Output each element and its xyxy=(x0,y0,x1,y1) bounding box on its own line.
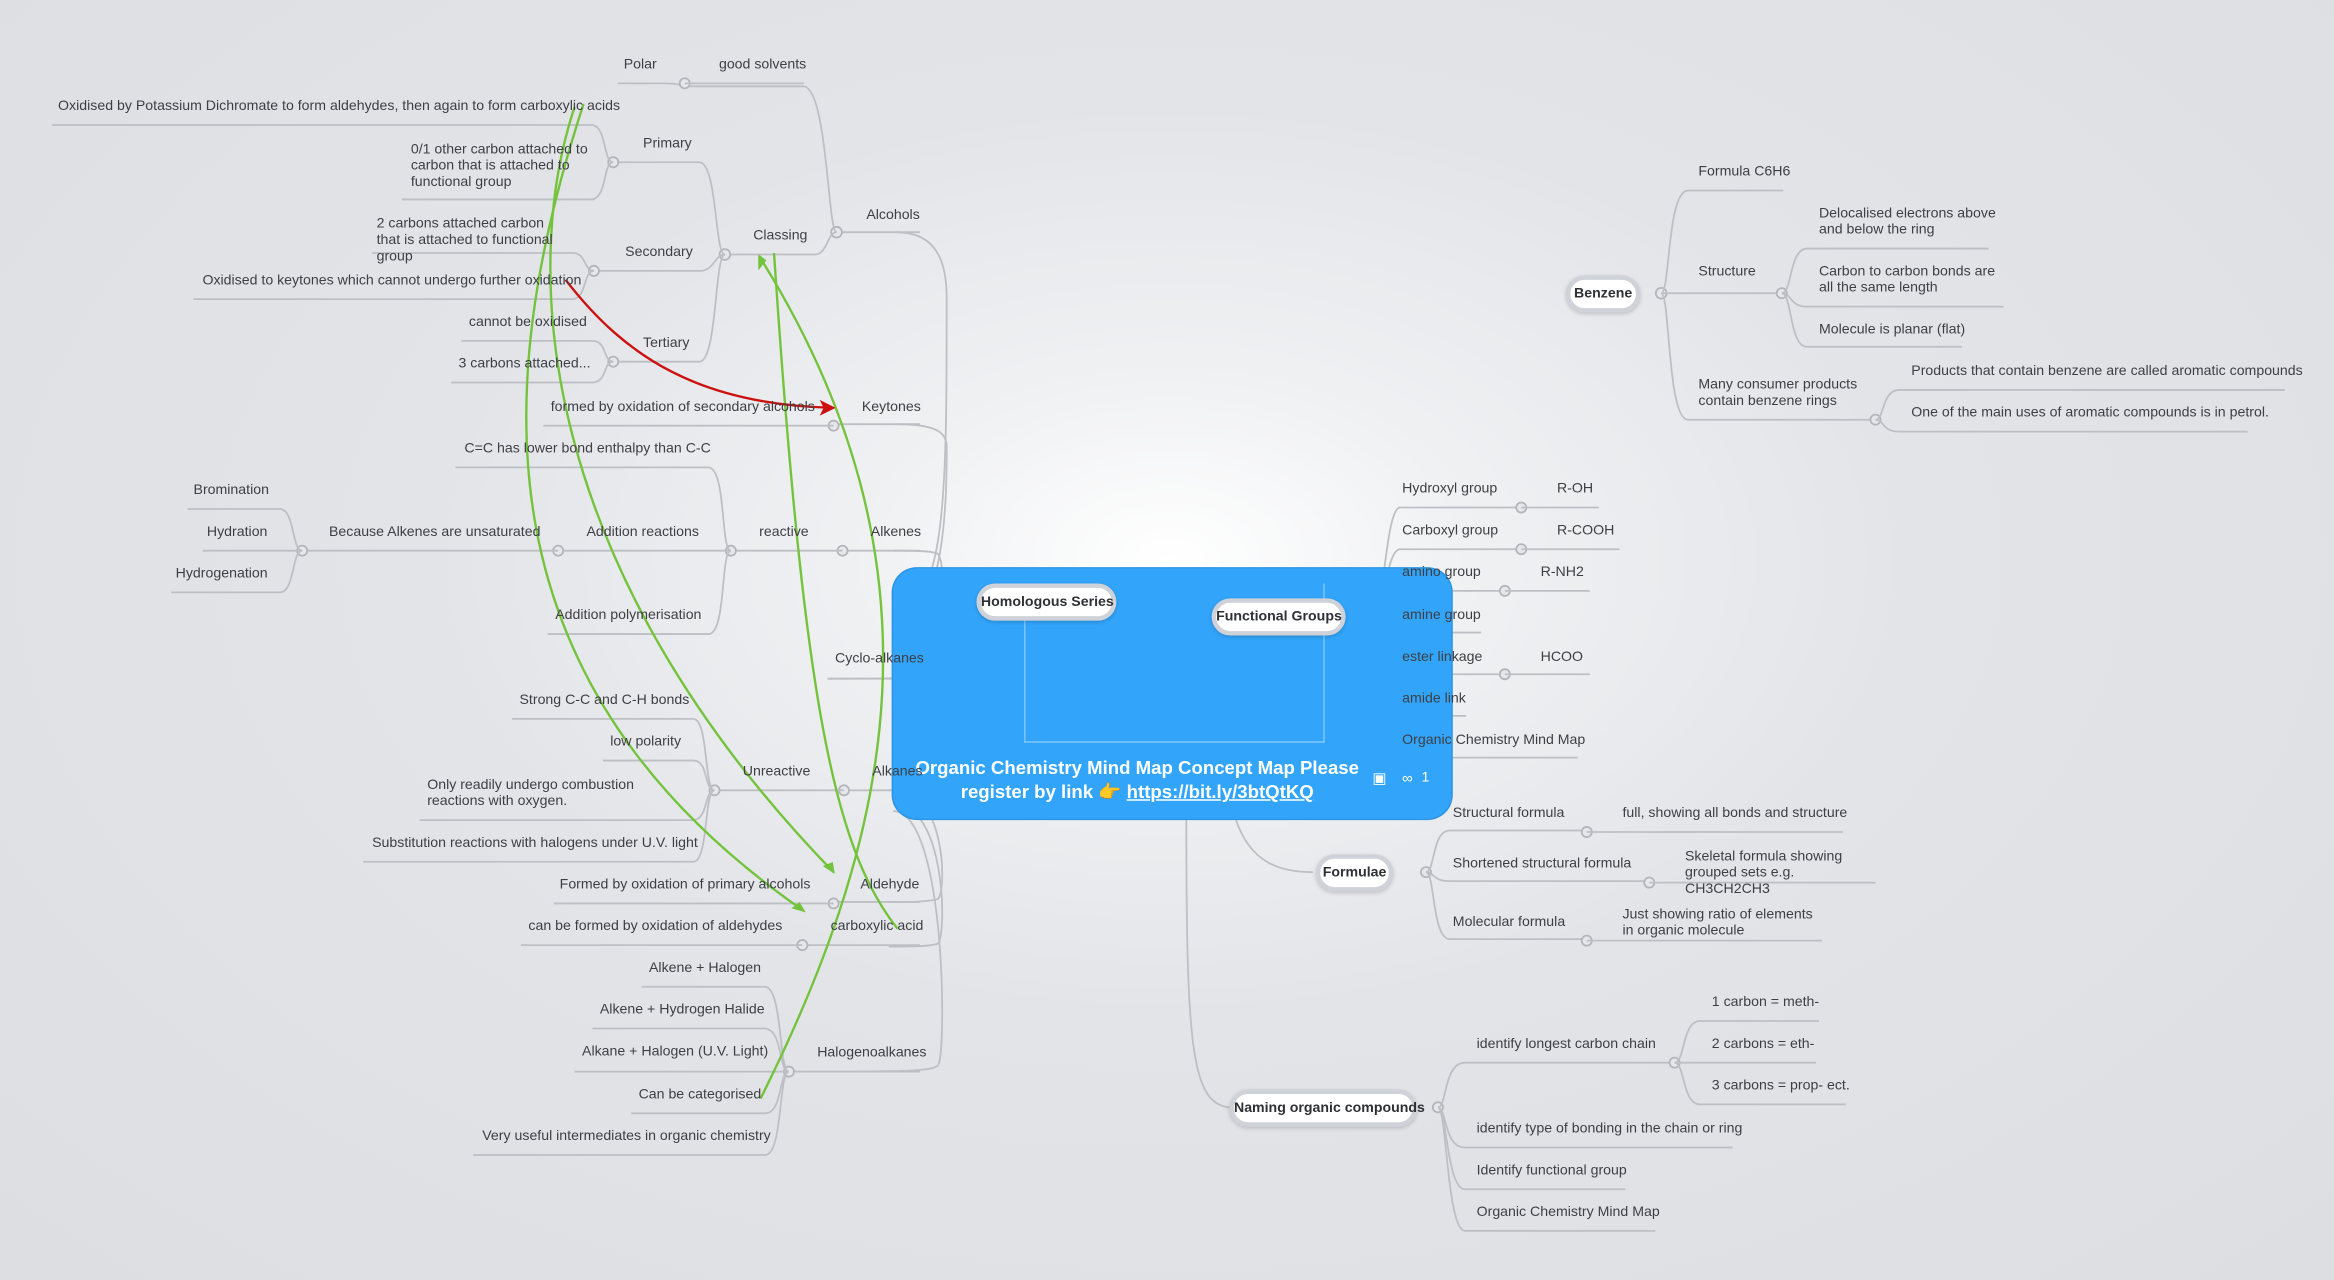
consumer-products-label[interactable]: Many consumer products contain benzene r… xyxy=(1698,376,1858,410)
halogeno-item[interactable]: Alkane + Halogen (U.V. Light) xyxy=(582,1043,769,1060)
classing-label[interactable]: Classing xyxy=(753,227,808,245)
polar-label[interactable]: Polar xyxy=(623,56,657,73)
amide-link-label[interactable]: amide link xyxy=(1402,690,1466,707)
strong-bonds-label[interactable]: Strong C-C and C-H bonds xyxy=(519,692,690,709)
molecular-value-label[interactable]: Just showing ratio of elements in organi… xyxy=(1622,906,1813,940)
link-count: 1 xyxy=(1421,769,1430,786)
alkenes-label[interactable]: Alkenes xyxy=(870,523,922,541)
cc-bond-label[interactable]: C=C has lower bond enthalpy than C-C xyxy=(464,440,711,457)
register-link[interactable]: https://bit.ly/3btQtKQ xyxy=(1126,781,1314,803)
functional-groups-node[interactable]: Functional Groups xyxy=(1211,598,1346,636)
addition-polymerisation-label[interactable]: Addition polymerisation xyxy=(555,607,702,624)
amino-value-label[interactable]: R-NH2 xyxy=(1540,564,1584,581)
tertiary-not-oxidised-label[interactable]: cannot be oxidised xyxy=(468,314,587,331)
reactive-label[interactable]: reactive xyxy=(759,523,809,541)
longest-chain-label[interactable]: identify longest carbon chain xyxy=(1476,1035,1656,1053)
image-icon[interactable]: ▣ xyxy=(1372,770,1387,788)
carboxyl-group-label[interactable]: Carboxyl group xyxy=(1402,522,1499,539)
central-title-line1: Organic Chemistry Mind Map Concept Map P… xyxy=(915,757,1359,779)
benzene-structure-label[interactable]: Structure xyxy=(1698,263,1756,280)
link-icon[interactable]: ∞ xyxy=(1402,770,1413,788)
ester-linkage-label[interactable]: ester linkage xyxy=(1402,648,1483,666)
homologous-series-node[interactable]: Homologous Series xyxy=(976,583,1117,621)
molecular-formula-label[interactable]: Molecular formula xyxy=(1452,913,1566,931)
aldehyde-formed-label[interactable]: Formed by oxidation of primary alcohols xyxy=(559,876,811,894)
shortened-formula-label[interactable]: Shortened structural formula xyxy=(1452,855,1632,873)
carboxyl-value-label[interactable]: R-COOH xyxy=(1556,522,1615,539)
functional-map-label[interactable]: Organic Chemistry Mind Map xyxy=(1402,732,1586,749)
delocalised-label[interactable]: Delocalised electrons above and below th… xyxy=(1818,205,1996,239)
halogeno-item[interactable]: Alkene + Hydrogen Halide xyxy=(599,1001,765,1019)
tertiary-definition-label[interactable]: 3 carbons attached... xyxy=(458,355,591,373)
naming-compounds-node[interactable]: Naming organic compounds xyxy=(1229,1089,1425,1127)
bromination-label[interactable]: Bromination xyxy=(193,482,269,499)
combustion-label[interactable]: Only readily undergo combustion reaction… xyxy=(427,776,634,810)
ester-value-label[interactable]: HCOO xyxy=(1540,648,1584,666)
carboxylic-formed-label[interactable]: can be formed by oxidation of aldehydes xyxy=(528,918,783,935)
hydration-label[interactable]: Hydration xyxy=(206,523,268,541)
petrol-label[interactable]: One of the main uses of aromatic compoun… xyxy=(1911,404,2269,422)
hydrogenation-label[interactable]: Hydrogenation xyxy=(175,565,268,582)
identify-functional-label[interactable]: Identify functional group xyxy=(1476,1162,1627,1179)
addition-reactions-label[interactable]: Addition reactions xyxy=(586,523,699,541)
central-frame xyxy=(1024,583,1325,743)
hydroxyl-group-label[interactable]: Hydroxyl group xyxy=(1402,480,1498,498)
cycloalkanes-label[interactable]: Cyclo-alkanes xyxy=(835,650,924,667)
alkanes-label[interactable]: Alkanes xyxy=(872,763,923,780)
aromatic-label[interactable]: Products that contain benzene are called… xyxy=(1911,363,2303,380)
halogeno-item[interactable]: Can be categorised xyxy=(638,1086,762,1103)
unsaturated-label[interactable]: Because Alkenes are unsaturated xyxy=(328,523,541,541)
amino-group-label[interactable]: amino group xyxy=(1402,564,1481,581)
planar-label[interactable]: Molecule is planar (flat) xyxy=(1818,321,1966,338)
low-polarity-label[interactable]: low polarity xyxy=(610,733,682,751)
halogeno-item[interactable]: Alkene + Halogen xyxy=(648,959,762,977)
unreactive-label[interactable]: Unreactive xyxy=(742,763,811,780)
aldehyde-label[interactable]: Aldehyde xyxy=(860,876,920,894)
cc-length-label[interactable]: Carbon to carbon bonds are all the same … xyxy=(1818,263,1996,297)
structural-value-label[interactable]: full, showing all bonds and structure xyxy=(1622,805,1848,822)
secondary-oxidised-label[interactable]: Oxidised to keytones which cannot underg… xyxy=(202,272,582,289)
meth-label[interactable]: 1 carbon = meth- xyxy=(1711,994,1820,1011)
benzene-node[interactable]: Benzene xyxy=(1565,275,1641,313)
naming-map-label[interactable]: Organic Chemistry Mind Map xyxy=(1476,1204,1660,1221)
good-solvents-label[interactable]: good solvents xyxy=(718,56,807,73)
alcohols-label[interactable]: Alcohols xyxy=(866,206,920,224)
keytones-label[interactable]: Keytones xyxy=(861,398,921,416)
secondary-definition-label[interactable]: 2 carbons attached carbon that is attach… xyxy=(376,215,553,265)
pointer-emoji: 👉 xyxy=(1098,781,1122,803)
central-title: Organic Chemistry Mind Map Concept Map P… xyxy=(899,756,1375,804)
keytones-formed-label[interactable]: formed by oxidation of secondary alcohol… xyxy=(550,398,815,416)
bonding-type-label[interactable]: identify type of bonding in the chain or… xyxy=(1476,1120,1743,1138)
primary-definition-label[interactable]: 0/1 other carbon attached to carbon that… xyxy=(410,141,588,191)
primary-oxidised-label[interactable]: Oxidised by Potassium Dichromate to form… xyxy=(58,98,621,115)
amine-group-label[interactable]: amine group xyxy=(1402,607,1481,624)
shortened-value-label[interactable]: Skeletal formula showing grouped sets e.… xyxy=(1685,848,1843,898)
structural-formula-label[interactable]: Structural formula xyxy=(1452,805,1565,822)
central-title-line2: register by link xyxy=(960,781,1099,803)
carboxylic-acid-label[interactable]: carboxylic acid xyxy=(830,918,924,935)
halogenoalkanes-label[interactable]: Halogenoalkanes xyxy=(817,1044,927,1062)
prop-label[interactable]: 3 carbons = prop- ect. xyxy=(1711,1077,1850,1094)
halogeno-item[interactable]: Very useful intermediates in organic che… xyxy=(482,1128,771,1145)
eth-label[interactable]: 2 carbons = eth- xyxy=(1711,1035,1815,1053)
substitution-label[interactable]: Substitution reactions with halogens und… xyxy=(372,834,698,852)
secondary-label[interactable]: Secondary xyxy=(625,244,693,261)
benzene-formula-label[interactable]: Formula C6H6 xyxy=(1698,163,1791,181)
hydroxyl-value-label[interactable]: R-OH xyxy=(1556,480,1594,498)
formulae-node[interactable]: Formulae xyxy=(1315,854,1394,892)
tertiary-label[interactable]: Tertiary xyxy=(643,334,690,352)
primary-label[interactable]: Primary xyxy=(643,135,692,152)
